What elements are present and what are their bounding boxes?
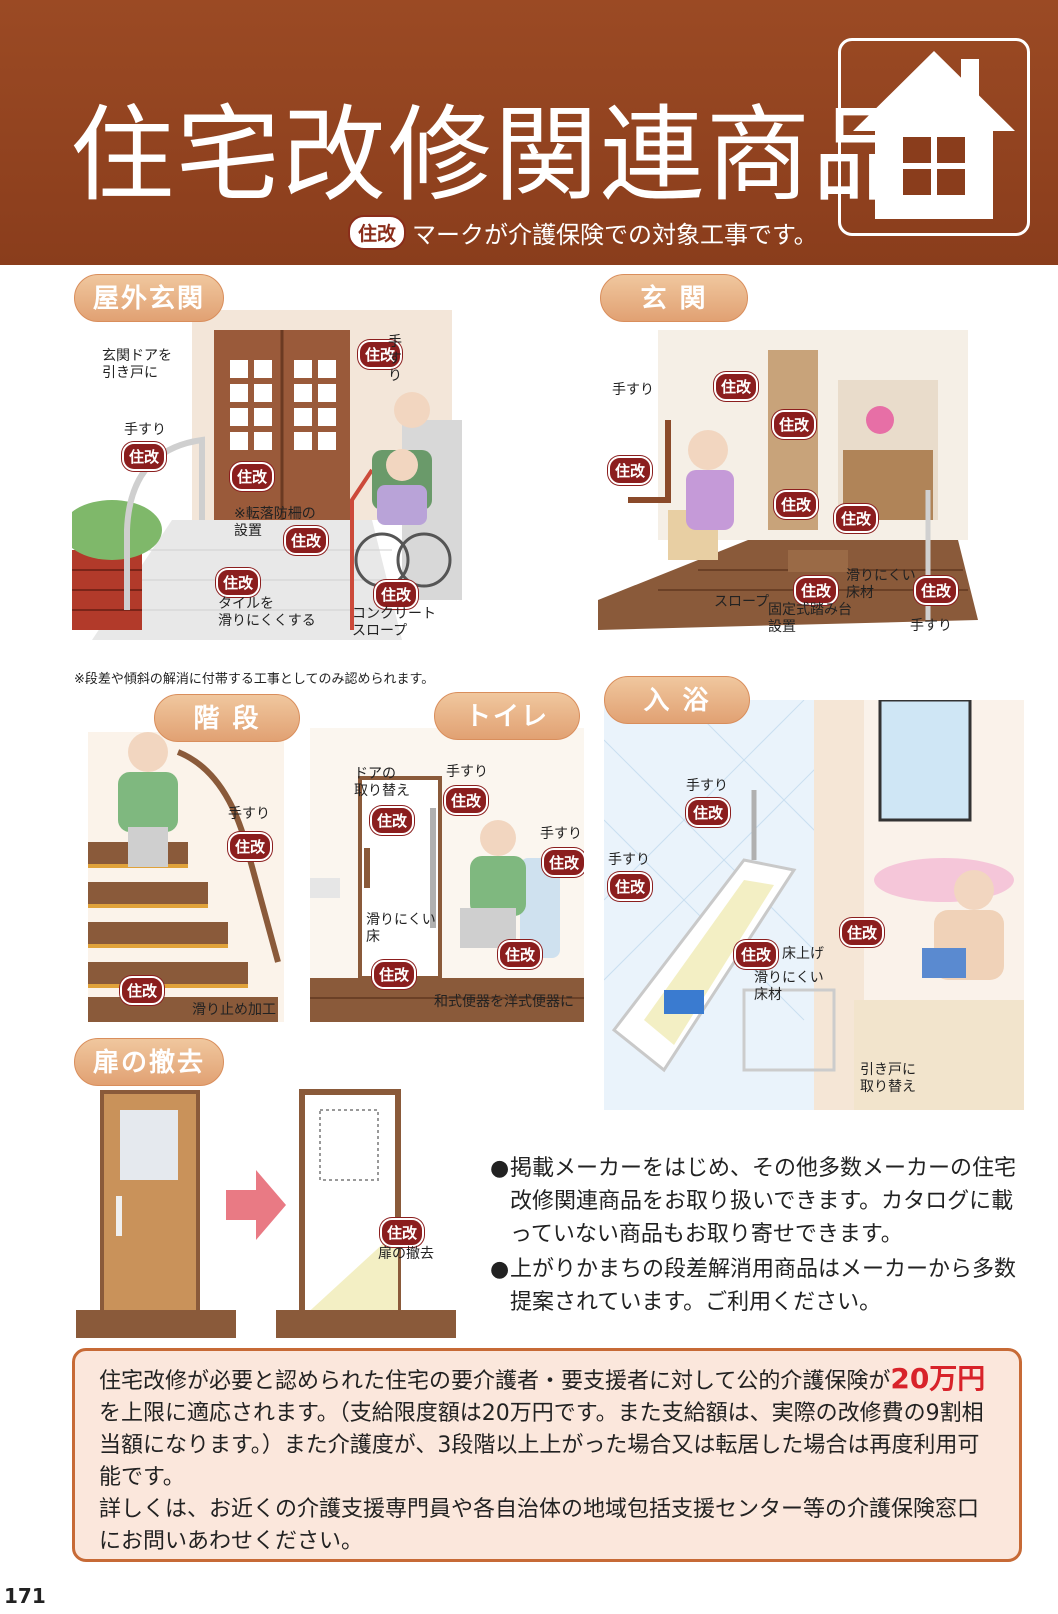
label-fence: ※転落防柵の 設置 (234, 506, 316, 539)
bullet-text: 掲載メーカーをはじめ、その他多数メーカーの住宅改修関連商品をお取り扱いできます。… (510, 1156, 1017, 1247)
jukai-badge: 住改 (216, 568, 261, 597)
section-title-bath: 入 浴 (604, 676, 750, 724)
label-sliding-door: 引き戸に 取り替え (860, 1062, 916, 1095)
bullet-notes: ● 掲載メーカーをはじめ、その他多数メーカーの住宅改修関連商品をお取り扱いできま… (490, 1152, 1030, 1321)
label-slope: スロープ (714, 594, 770, 610)
jukai-badge: 住改 (370, 806, 415, 835)
section-title-door-removal: 扉の撤去 (74, 1038, 224, 1086)
jukai-badge: 住改 (542, 848, 584, 877)
label-handrail-top: 手すり (612, 382, 654, 398)
jukai-badge: 住改 (498, 940, 543, 969)
jukai-badge: 住改 (120, 976, 165, 1005)
jukai-badge: 住改 (794, 576, 839, 605)
label-handrail-a: 手すり (446, 764, 488, 780)
outdoor-entrance-illustration: 玄関ドアを 引き戸に 手すり 住改 住改 住改 手 す り ※転落防柵の 設置 … (72, 300, 472, 660)
label-toilet-convert: 和式便器を洋式便器に (434, 994, 574, 1010)
section-title-entrance: 玄 関 (600, 274, 748, 322)
info-line1: 住宅改修が必要と認められた住宅の要介護者・要支援者に対して公的介護保険が (99, 1369, 891, 1394)
entrance-illustration: 手すり 住改 住改 住改 住改 住改 スロープ 住改 滑りにくい 床材 住改 固… (598, 300, 990, 662)
outdoor-footnote: ※段差や傾斜の解消に付帯する工事としてのみ認められます。 (74, 672, 435, 687)
stairs-illustration: 手すり 住改 住改 滑り止め加工 (88, 732, 284, 1022)
toilet-illustration: ドアの 取り替え 住改 手すり 住改 手すり 住改 滑りにくい 床 住改 住改 … (310, 728, 584, 1022)
bullet-text: 上がりかまちの段差解消用商品はメーカーから多数提案されています。ご利用ください。 (510, 1257, 1017, 1315)
jukai-badge: 住改 (840, 918, 885, 947)
door-removal-illustration: 住改 扉の撤去 (76, 1070, 456, 1338)
label-handrail-b: 手すり (540, 826, 582, 842)
jukai-badge: 住改 (372, 960, 417, 989)
label-handrail-bottom: 手すり (910, 618, 952, 634)
jukai-badge: 住改 (734, 940, 779, 969)
subtitle-text: マークが介護保険での対象工事です。 (412, 221, 818, 249)
jukai-mark-chip: 住改 (348, 215, 407, 250)
jukai-badge: 住改 (608, 872, 653, 901)
label-door-remove: 扉の撤去 (378, 1246, 434, 1262)
label-door-replace: ドアの 取り替え (354, 766, 410, 799)
jukai-badge: 住改 (230, 462, 275, 491)
label-floor-raise: 床上げ (782, 946, 824, 962)
bullet-item: ● 掲載メーカーをはじめ、その他多数メーカーの住宅改修関連商品をお取り扱いできま… (490, 1152, 1030, 1251)
page-number: 171 (4, 1584, 46, 1608)
jukai-badge: 住改 (914, 576, 959, 605)
info-highlight-amount: 20万円 (890, 1362, 986, 1395)
jukai-badge: 住改 (358, 340, 403, 369)
label-door-sliding: 玄関ドアを 引き戸に (102, 348, 172, 381)
label-nonslip-floor: 滑りにくい 床 (366, 912, 436, 945)
section-title-toilet: トイレ (434, 692, 580, 740)
jukai-badge: 住改 (608, 456, 653, 485)
bullet-mark: ● (490, 1156, 510, 1181)
bullet-item: ● 上がりかまちの段差解消用商品はメーカーから多数提案されています。ご利用くださ… (490, 1253, 1030, 1319)
jukai-badge: 住改 (714, 372, 759, 401)
label-concrete-slope: コンクリート スロープ (352, 606, 436, 639)
jukai-badge: 住改 (772, 410, 817, 439)
label-fixed-step: 固定式踏み台 設置 (768, 602, 852, 635)
jukai-badge: 住改 (444, 786, 489, 815)
bullet-mark: ● (490, 1257, 510, 1282)
label-handrail-right: 手 す り (388, 334, 402, 384)
page-title: 住宅改修関連商品 (70, 94, 919, 216)
jukai-badge: 住改 (686, 798, 731, 827)
section-title-outdoor: 屋外玄関 (74, 274, 224, 322)
section-title-stairs: 階 段 (154, 694, 300, 742)
jukai-badge: 住改 (380, 1218, 425, 1247)
house-icon (838, 38, 1030, 236)
label-antislip: 滑り止め加工 (192, 1002, 276, 1018)
insurance-info-box: 住宅改修が必要と認められた住宅の要介護者・要支援者に対して公的介護保険が20万円… (72, 1348, 1022, 1562)
info-line3: 詳しくは、お近くの介護支援専門員や各自治体の地域包括支援センター等の介護保険窓口… (99, 1497, 980, 1554)
jukai-badge: 住改 (228, 832, 273, 861)
page-header: 住宅改修関連商品 住改 マークが介護保険での対象工事です。 (0, 0, 1058, 265)
label-handrail-left: 手すり (124, 422, 166, 438)
label-handrail-a: 手すり (686, 778, 728, 794)
jukai-badge: 住改 (834, 504, 879, 533)
label-handrail: 手すり (228, 806, 270, 822)
info-line2: を上限に適応されます。（支給限度額は20万円です。また支給額は、実際の改修費の9… (99, 1401, 984, 1490)
label-nonslip-floor: 滑りにくい 床材 (754, 970, 824, 1003)
page-subtitle: 住改 マークが介護保険での対象工事です。 (348, 215, 818, 250)
label-tile: タイルを 滑りにくくする (218, 596, 316, 629)
jukai-badge: 住改 (284, 526, 329, 555)
jukai-badge: 住改 (774, 490, 819, 519)
label-handrail-b: 手すり (608, 852, 650, 868)
jukai-badge: 住改 (374, 580, 419, 609)
label-nonslip-floor: 滑りにくい 床材 (846, 568, 916, 601)
bath-illustration: 手すり 住改 手すり 住改 住改 床上げ 滑りにくい 床材 住改 引き戸に 取り… (604, 700, 1024, 1110)
jukai-badge: 住改 (122, 442, 167, 471)
